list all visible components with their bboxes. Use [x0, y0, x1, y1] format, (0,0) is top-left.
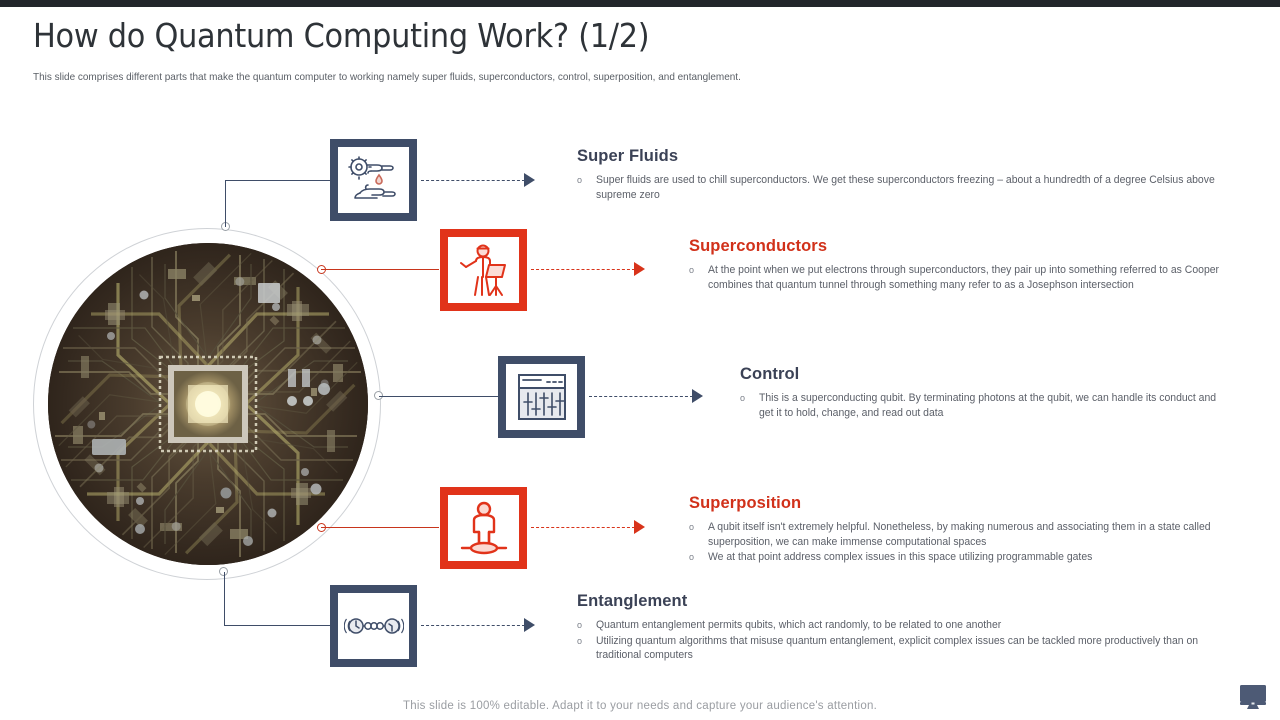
icon-box-superconductors[interactable]	[440, 229, 527, 311]
connector-line-control-h	[379, 396, 500, 397]
arrow-line-super-fluids	[421, 180, 525, 181]
bullet-marker: o	[577, 175, 583, 185]
bullet-text: We at that point address complex issues …	[708, 551, 1093, 564]
footer-note: This slide is 100% editable. Adapt it to…	[402, 700, 878, 712]
connector-line-entanglement-v	[224, 572, 225, 626]
bullet-text: Quantum entanglement permits qubits, whi…	[596, 619, 1002, 631]
bullet-item: o A qubit itself isn't extremely helpful…	[689, 520, 1244, 549]
arrow-head-superposition	[634, 520, 645, 534]
section-heading-control: Control	[740, 365, 800, 383]
quantum-circuit-board-image	[48, 243, 368, 565]
icon-box-superposition[interactable]	[440, 487, 527, 569]
connector-line-super-fluids-v	[225, 180, 226, 227]
bullet-text: Utilizing quantum algorithms that misuse…	[596, 634, 1199, 662]
bullet-marker: o	[577, 635, 583, 646]
bullet-item: o This is a superconducting qubit. By te…	[740, 391, 1240, 420]
icon-box-entanglement[interactable]	[330, 585, 417, 667]
bullet-item: o Utilizing quantum algorithms that misu…	[577, 634, 1217, 663]
monitor-icon	[1238, 683, 1268, 716]
section-heading-super-fluids: Super Fluids	[577, 147, 679, 165]
icon-box-control[interactable]	[498, 356, 585, 438]
section-superconductors: Superconductors o At the point when we p…	[689, 237, 1241, 293]
bullet-marker: o	[689, 522, 695, 532]
bullet-marker: o	[577, 620, 583, 630]
ring-node-entanglement	[219, 567, 228, 576]
connector-line-super-fluids-h	[225, 180, 331, 181]
section-super-fluids: Super Fluids o Super fluids are used to …	[577, 147, 1237, 203]
bullet-item: o At the point when we put electrons thr…	[689, 263, 1241, 292]
section-control: Control o This is a superconducting qubi…	[740, 365, 1240, 421]
section-heading-entanglement: Entanglement	[577, 592, 688, 610]
bullet-marker: o	[740, 393, 746, 403]
icon-box-super-fluids[interactable]	[330, 139, 417, 221]
page-title: How do Quantum Computing Work? (1/2)	[33, 16, 650, 55]
connector-line-superconductors-h	[321, 269, 439, 270]
hero-outer-ring	[33, 228, 381, 580]
bullet-marker: o	[689, 552, 695, 563]
top-accent-bar	[0, 0, 1280, 7]
arrow-head-superconductors	[634, 262, 645, 276]
arrow-head-entanglement	[524, 618, 535, 632]
bullet-marker: o	[689, 265, 695, 275]
arrow-line-superposition	[531, 527, 635, 528]
ring-node-control	[374, 391, 383, 400]
arrow-line-entanglement	[421, 625, 525, 626]
section-heading-superposition: Superposition	[689, 494, 802, 512]
bullet-item: o Quantum entanglement permits qubits, w…	[577, 618, 1217, 633]
arrow-line-superconductors	[531, 269, 635, 270]
section-superposition: Superposition o A qubit itself isn't ext…	[689, 494, 1244, 566]
arrow-head-control	[692, 389, 703, 403]
connector-line-superposition-h	[321, 527, 439, 528]
bullet-item: o Super fluids are used to chill superco…	[577, 173, 1237, 202]
bullet-text: At the point when we put electrons throu…	[708, 264, 1220, 291]
bullet-text: This is a superconducting qubit. By term…	[759, 392, 1217, 419]
bullet-item: o We at that point address complex issue…	[689, 550, 1244, 565]
bullet-text: A qubit itself isn't extremely helpful. …	[708, 521, 1211, 548]
section-heading-superconductors: Superconductors	[689, 237, 828, 255]
arrow-head-super-fluids	[524, 173, 535, 187]
bullet-text: Super fluids are used to chill supercond…	[596, 174, 1215, 201]
page-subtitle: This slide comprises different parts tha…	[33, 71, 741, 83]
connector-line-entanglement-h	[224, 625, 331, 626]
arrow-line-control	[589, 396, 693, 397]
section-entanglement: Entanglement o Quantum entanglement perm…	[577, 592, 1217, 664]
